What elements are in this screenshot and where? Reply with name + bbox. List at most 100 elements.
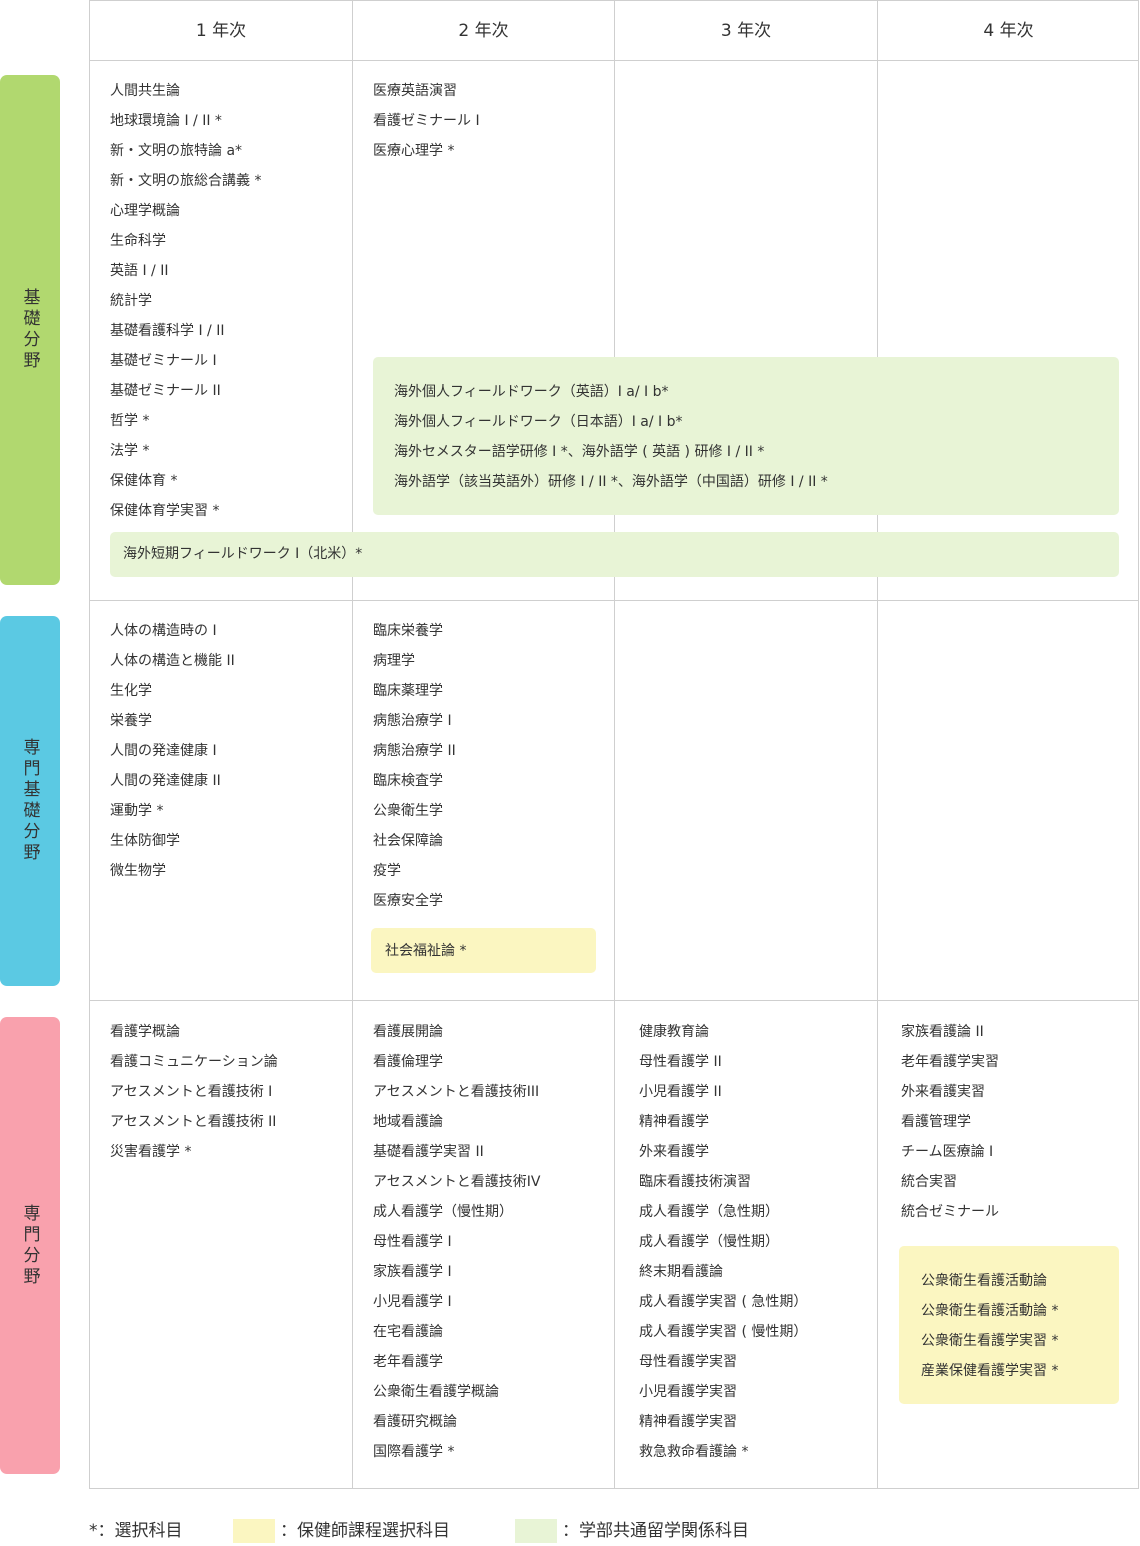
short-fieldwork-box: 海外短期フィールドワーク I（北米）* (110, 532, 1119, 577)
course-item: 海外語学（該当英語外）研修 I / II *、海外語学（中国語）研修 I / I… (394, 474, 828, 490)
category-pro-label: 専門分野 (19, 1203, 40, 1288)
course-item: 老年看護学 (373, 1354, 443, 1370)
course-item: 医療英語演習 (373, 83, 457, 99)
year-header-4: 4 年次 (983, 21, 1034, 41)
basic-year1-list: 人間共生論地球環境論 I / II *新・文明の旅特論 a*新・文明の旅総合講義… (110, 76, 261, 526)
course-item: 看護コミュニケーション論 (110, 1054, 278, 1070)
course-item: 統計学 (110, 293, 152, 309)
course-item: 法学 * (110, 443, 150, 459)
course-item: 病態治療学 II (373, 743, 456, 759)
course-item: 公衆衛生看護活動論 (921, 1273, 1047, 1289)
course-item: 人体の構造と機能 II (110, 653, 235, 669)
course-item: 精神看護学実習 (639, 1414, 737, 1430)
course-item: 医療心理学 * (373, 143, 455, 159)
course-item: 精神看護学 (639, 1114, 709, 1130)
course-item: チーム医療論 I (901, 1144, 994, 1160)
course-item: 新・文明の旅総合講義 * (110, 173, 262, 189)
category-basic-label: 基礎分野 (19, 288, 40, 372)
course-item: 在宅看護論 (373, 1324, 443, 1340)
course-item: 統合ゼミナール (901, 1204, 999, 1220)
course-item: 救急救命看護論 * (639, 1444, 749, 1460)
legend-yellow-swatch (233, 1519, 275, 1543)
course-item: 統合実習 (901, 1174, 957, 1190)
course-item: 成人看護学（慢性期） (373, 1204, 513, 1220)
short-fieldwork-label: 海外短期フィールドワーク I（北米）* (123, 546, 363, 562)
course-item: 成人看護学実習 ( 急性期） (639, 1294, 808, 1310)
course-item: 看護展開論 (373, 1024, 443, 1040)
row-divider (89, 600, 1139, 601)
row-divider (89, 60, 1139, 61)
year-header-1: 1 年次 (195, 21, 247, 41)
course-item: 国際看護学 * (373, 1444, 455, 1460)
course-item: 心理学概論 (110, 203, 180, 219)
course-item: 災害看護学 * (110, 1144, 192, 1160)
course-item: 看護ゼミナール I (373, 113, 480, 129)
course-item: 看護学概論 (110, 1024, 180, 1040)
course-item: 外来看護学 (639, 1144, 709, 1160)
course-item: 基礎看護学実習 II (373, 1144, 484, 1160)
course-item: 基礎ゼミナール I (110, 353, 217, 369)
course-item: 基礎看護科学 I / II (110, 323, 225, 339)
course-item: 病理学 (373, 653, 415, 669)
year-header-2: 2 年次 (458, 21, 509, 41)
course-item: 健康教育論 (639, 1024, 709, 1040)
course-item: 人間共生論 (110, 83, 180, 99)
course-item: 外来看護実習 (901, 1084, 985, 1100)
course-item: 終末期看護論 (639, 1264, 723, 1280)
row-divider (89, 1000, 1139, 1001)
course-item: 生化学 (110, 683, 152, 699)
course-item: 保健体育 * (110, 473, 178, 489)
course-item: 臨床検査学 (373, 773, 443, 789)
study-abroad-box: 海外個人フィールドワーク（英語）I a/ I b*海外個人フィールドワーク（日本… (373, 357, 1119, 515)
course-item: 小児看護学 II (639, 1084, 722, 1100)
course-item: 老年看護学実習 (901, 1054, 999, 1070)
legend-green-swatch (515, 1519, 557, 1543)
course-item: 人間の発達健康 I (110, 743, 217, 759)
course-item: 成人看護学（慢性期） (639, 1234, 779, 1250)
course-item: 病態治療学 I (373, 713, 452, 729)
course-item: 母性看護学 I (373, 1234, 452, 1250)
course-item: 家族看護論 II (901, 1024, 984, 1040)
course-item: 家族看護学 I (373, 1264, 452, 1280)
course-item: 基礎ゼミナール II (110, 383, 221, 399)
course-item: 英語 I / II (110, 263, 169, 279)
study-abroad-list: 海外個人フィールドワーク（英語）I a/ I b*海外個人フィールドワーク（日本… (394, 377, 828, 497)
course-item: 小児看護学 I (373, 1294, 452, 1310)
course-item: 成人看護学（急性期） (639, 1204, 779, 1220)
legend-elective: *：選択科目 (89, 1521, 183, 1541)
category-pro: 専門分野 (0, 1017, 60, 1474)
course-item: 運動学 * (110, 803, 164, 819)
course-item: 人体の構造時の I (110, 623, 217, 639)
pro-year2-list: 看護展開論看護倫理学アセスメントと看護技術III 地域看護論基礎看護学実習 II ア… (373, 1017, 540, 1467)
column-divider (877, 0, 878, 1489)
course-item: 看護研究概論 (373, 1414, 457, 1430)
course-item: アセスメントと看護技術 I (110, 1084, 273, 1100)
course-item: 公衆衛生看護学概論 (373, 1384, 499, 1400)
course-item: 生体防御学 (110, 833, 180, 849)
course-item: 海外個人フィールドワーク（日本語）I a/ I b* (394, 414, 683, 430)
course-item: アセスメントと看護技術IV (373, 1174, 541, 1190)
column-divider (352, 0, 353, 1489)
course-item: 微生物学 (110, 863, 166, 879)
course-item: 栄養学 (110, 713, 152, 729)
course-item: 看護倫理学 (373, 1054, 443, 1070)
course-item: 新・文明の旅特論 a* (110, 143, 243, 159)
course-item: 哲学 * (110, 413, 150, 429)
column-divider (614, 0, 615, 1489)
course-item: 保健体育学実習 * (110, 503, 220, 519)
basic-year2-list: 医療英語演習看護ゼミナール I 医療心理学 * (373, 76, 480, 166)
course-item: 臨床薬理学 (373, 683, 443, 699)
course-item: 地域看護論 (373, 1114, 443, 1130)
category-basic: 基礎分野 (0, 75, 60, 585)
course-item: 公衆衛生学 (373, 803, 443, 819)
course-item: 社会保障論 (373, 833, 443, 849)
course-item: 小児看護学実習 (639, 1384, 737, 1400)
course-item: アセスメントと看護技術III (373, 1084, 540, 1100)
legend-study-abroad: ：学部共通留学関係科目 (562, 1521, 749, 1541)
course-item: 公衆衛生看護学実習 * (921, 1333, 1059, 1349)
